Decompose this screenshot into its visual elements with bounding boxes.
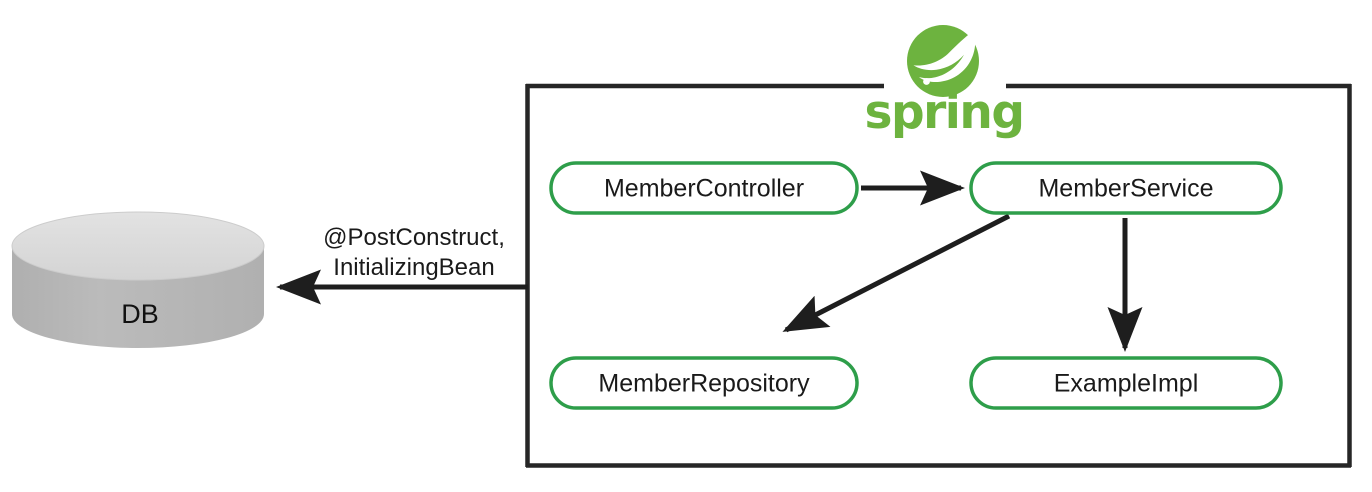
- spring-container-box: [525, 83, 1352, 468]
- node-member-service-shape[interactable]: [969, 161, 1283, 215]
- spring-leaf-icon: [907, 25, 979, 97]
- database-cylinder: DB: [11, 211, 265, 348]
- db-label: DB: [121, 299, 159, 329]
- lifecycle-annotation: @PostConstruct, InitializingBean: [323, 224, 505, 281]
- node-example-impl[interactable]: ExampleImpl: [969, 356, 1283, 410]
- node-member-controller[interactable]: MemberController: [549, 161, 859, 215]
- node-member-controller-label: MemberController: [604, 175, 804, 203]
- node-member-repository-shape[interactable]: [549, 356, 859, 410]
- db-top-ellipse: [11, 211, 265, 281]
- spring-wordmark: spring: [864, 85, 1023, 140]
- node-member-repository-label: MemberRepository: [598, 370, 810, 398]
- annotation-line-2: InitializingBean: [333, 254, 494, 281]
- edge-service-to-repository: [782, 213, 1011, 333]
- node-member-controller-shape[interactable]: [549, 161, 859, 215]
- annotation-line-1: @PostConstruct,: [323, 224, 505, 251]
- node-example-impl-shape[interactable]: [969, 356, 1283, 410]
- node-example-impl-label: ExampleImpl: [1054, 370, 1199, 398]
- node-member-service[interactable]: MemberService: [969, 161, 1283, 215]
- node-member-repository[interactable]: MemberRepository: [549, 356, 859, 410]
- node-member-service-label: MemberService: [1038, 175, 1213, 203]
